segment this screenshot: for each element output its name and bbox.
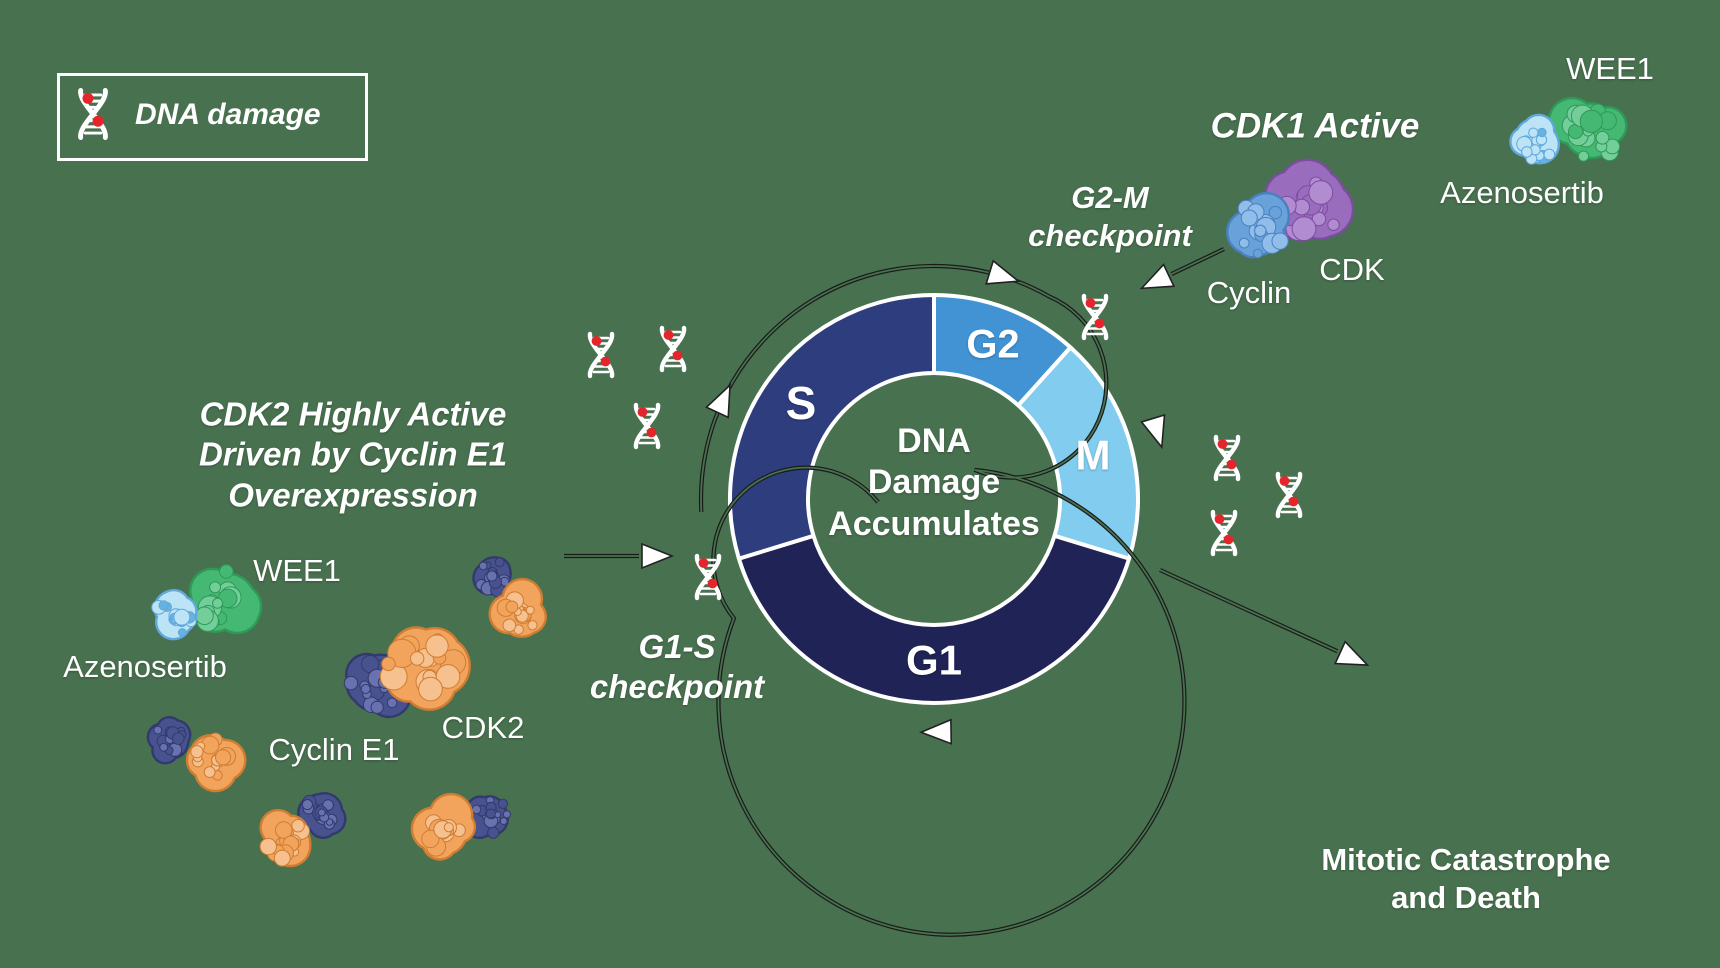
segment-s [728,293,936,561]
outcome-line2: and Death [1391,880,1541,915]
dna-damage-icon [694,553,722,601]
dna-damage-icon [659,325,687,373]
segment-label-g1: G1 [905,636,963,684]
g2m-checkpoint-label: G2-M checkpoint [1028,179,1192,255]
segment-g1 [736,533,1132,706]
segment-label-s: S [785,376,817,429]
outcome-line1: Mitotic Catastrophe [1321,842,1611,878]
cyclin-label: Cyclin [1206,275,1292,311]
cdk2-label: CDK2 [441,710,525,746]
azenosertib-right-label: Azenosertib [1440,175,1604,211]
g1s-checkpoint-label: G1-S checkpoint [590,627,764,708]
g2m-line1: G2-M [1071,180,1149,216]
segment-label-m: M [1075,431,1111,479]
g1s-line1: G1-S [638,627,716,665]
dna-damage-icon [633,402,661,450]
mitotic-catastrophe-label: Mitotic Catastrophe and Death [1321,841,1610,917]
arrow-to-mitotic-catastrophe [1159,568,1370,666]
cluster-wee1-left-azenosertib [151,564,263,641]
center-line3: Accumulates [828,504,1040,543]
cdk2-title-line1: CDK2 Highly Active [199,395,507,433]
center-line1: DNA [897,421,971,460]
g2m-line2: checkpoint [1028,218,1192,253]
cdk2-title-line2: Driven by Cyclin E1 [198,435,508,473]
dna-damage-icon [1210,509,1238,557]
cdk-label: CDK [1319,252,1385,288]
cycle-arrow-path [698,259,1187,937]
cycle-center-label: DNA Damage Accumulates [828,421,1040,545]
cyclin-e1-label: Cyclin E1 [268,732,400,768]
cluster-cycE1-cdk2-2 [146,715,247,793]
cycle-arrowhead-icon [1140,413,1166,450]
dna-damage-icon [1081,293,1109,341]
cdk1-active-title: CDK1 Active [1210,106,1420,146]
arrow-cdk1-to-g2m-checkpoint [1139,247,1225,290]
wee1-left-label: WEE1 [253,553,341,589]
cluster-cycE1-cdk2-big [343,626,471,719]
dna-damage-legend-box [57,73,368,161]
cluster-cycE1-cdk2-4 [410,792,511,861]
dna-damage-icon [587,331,615,379]
arrowhead-icon [1333,640,1370,666]
segment-label-g2: G2 [966,322,1020,367]
cluster-wee1-right-azenosertib [1509,96,1628,165]
dna-damage-legend-label: DNA damage [135,98,321,131]
legend-dna-damage-icon [78,88,108,140]
arrowhead-icon [641,542,675,570]
center-line2: Damage [867,463,1001,502]
dna-damage-icon [1275,471,1303,519]
cluster-cycE1-cdk2-3 [259,791,347,868]
arrow-cyclinE1-to-g1s-checkpoint [564,542,675,570]
arrowhead-icon [1139,263,1176,290]
wee1-right-label: WEE1 [1566,51,1654,87]
azenosertib-left-label: Azenosertib [63,649,227,685]
dna-damage-icon [1213,434,1241,482]
cycle-arrowhead-icon [918,718,953,745]
cycle-arrowhead-icon [705,383,731,419]
cluster-cyclin-cdk1 [1226,158,1355,259]
cycle-arrowhead-icon [985,259,1021,285]
g1s-line2: checkpoint [589,668,765,705]
cluster-cycE1-cdk2-1 [472,556,548,638]
cdk2-title-line3: Overexpression [228,476,478,514]
cdk2-highly-active-title: CDK2 Highly Active Driven by Cyclin E1 O… [199,395,507,516]
